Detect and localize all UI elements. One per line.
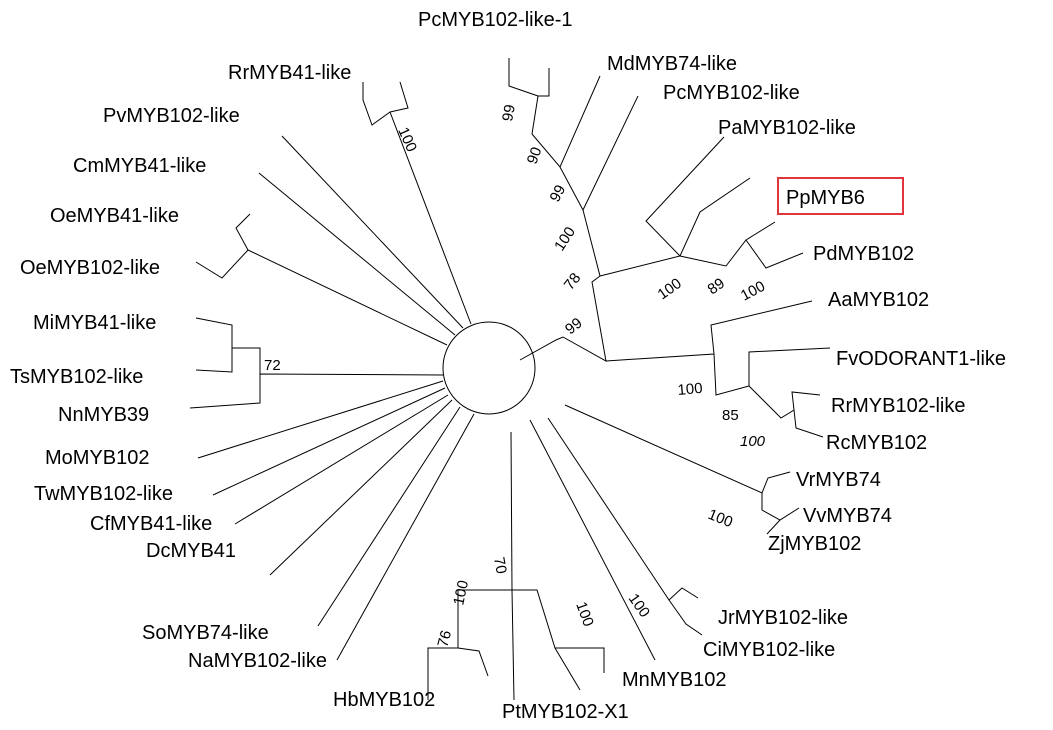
taxon-label: MoMYB102: [45, 447, 150, 469]
support-value: 100: [677, 380, 703, 399]
branch: [197, 380, 444, 459]
taxon-label: RcMYB102: [826, 432, 927, 454]
taxon-label: PcMYB102-like: [663, 82, 800, 104]
taxon-label: RrMYB41-like: [228, 62, 351, 84]
branch: [564, 404, 791, 494]
branch: [189, 373, 444, 409]
taxon-label: DcMYB41: [146, 540, 236, 562]
branch: [234, 394, 449, 525]
branch: [668, 599, 703, 636]
branch: [713, 347, 831, 396]
support-value: 100: [394, 125, 420, 155]
support-value: 100: [740, 433, 766, 450]
support-value: 76: [434, 629, 455, 650]
taxon-label: OeMYB102-like: [20, 257, 160, 279]
branch: [269, 399, 453, 576]
taxon-label: PtMYB102-X1: [502, 701, 629, 723]
taxon-label: SoMYB74-like: [142, 622, 269, 644]
taxon-label: ZjMYB102: [768, 533, 861, 555]
branch: [555, 647, 605, 673]
branch: [195, 249, 448, 346]
branch: [258, 172, 456, 336]
support-value: 100: [655, 275, 685, 303]
taxon-label: RrMYB102-like: [831, 395, 965, 417]
branch: [195, 347, 261, 374]
root-circle: [442, 321, 536, 415]
branch: [748, 385, 821, 419]
taxon-label: AaMYB102: [828, 289, 929, 311]
branch: [529, 419, 656, 661]
branch: [745, 239, 804, 269]
branch: [317, 406, 461, 627]
tree-branches: [189, 58, 831, 701]
support-values: 99 90 99 100 78 99 100 89 100 100 85 100…: [264, 103, 768, 649]
support-value: 72: [264, 357, 281, 374]
taxon-label: JrMYB102-like: [718, 607, 848, 629]
support-value: 70: [490, 556, 510, 575]
support-value: 99: [562, 314, 586, 338]
branch: [547, 417, 699, 601]
taxon-label: OeMYB41-like: [50, 205, 179, 227]
support-value: 89: [705, 275, 728, 298]
taxon-label: CiMYB102-like: [703, 639, 835, 661]
branch: [582, 136, 725, 277]
branch: [512, 589, 581, 691]
taxon-label: PcMYB102-like-1: [418, 9, 573, 31]
branch: [793, 409, 824, 438]
branch: [679, 177, 776, 267]
taxon-label: NaMYB102-like: [188, 650, 327, 672]
taxon-label: TwMYB102-like: [34, 483, 173, 505]
taxon-label: VrMYB74: [796, 469, 881, 491]
support-value: 100: [738, 278, 768, 305]
support-value: 85: [722, 407, 739, 424]
taxon-label: PvMYB102-like: [103, 105, 240, 127]
support-value: 78: [561, 270, 585, 294]
taxon-label: MiMYB41-like: [33, 312, 156, 334]
taxon-label: CfMYB41-like: [90, 513, 212, 535]
taxon-label: NnMYB39: [58, 404, 149, 426]
support-value: 100: [706, 506, 736, 531]
branch: [761, 493, 800, 521]
taxon-labels: PcMYB102-like-1 MdMYB74-like PcMYB102-li…: [10, 9, 1006, 723]
highlight-box: [777, 177, 904, 215]
branch: [511, 589, 515, 701]
support-value: 100: [551, 224, 579, 254]
branch: [281, 135, 464, 329]
branch: [519, 275, 607, 362]
taxon-label: PdMYB102: [813, 243, 914, 265]
support-value: 100: [572, 600, 597, 629]
taxon-label: FvODORANT1-like: [836, 348, 1006, 370]
branch: [508, 58, 539, 97]
branch: [427, 431, 513, 700]
taxon-label: TsMYB102-like: [10, 366, 143, 388]
branch: [362, 82, 472, 325]
branch: [559, 95, 639, 212]
branch: [531, 68, 550, 135]
branch: [195, 317, 233, 348]
branch: [766, 519, 781, 535]
taxon-label: HbMYB102: [333, 689, 435, 711]
branch: [235, 213, 251, 251]
taxon-label: MdMYB74-like: [607, 53, 737, 75]
taxon-label: CmMYB41-like: [73, 155, 206, 177]
support-value: 100: [625, 591, 653, 621]
taxon-label: VvMYB74: [803, 505, 892, 527]
branch: [457, 647, 489, 677]
support-value: 100: [450, 579, 472, 607]
support-value: 90: [524, 145, 546, 166]
branch: [389, 81, 409, 113]
support-value: 99: [547, 182, 570, 205]
branch: [212, 387, 446, 496]
taxon-label-highlighted: PpMYB6: [786, 187, 865, 209]
support-value: 99: [499, 103, 519, 122]
branch: [336, 413, 475, 661]
taxon-label: MnMYB102: [622, 669, 727, 691]
branch: [605, 300, 813, 362]
taxon-label: PaMYB102-like: [718, 117, 856, 139]
